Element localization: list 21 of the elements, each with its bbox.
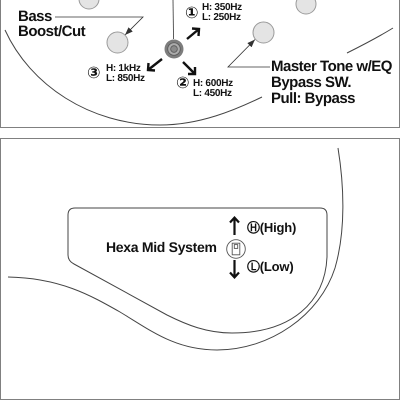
frequency-label: H: 1kHz L: 850Hz bbox=[106, 64, 146, 84]
knob-icon bbox=[295, 0, 317, 15]
leader-line bbox=[172, 0, 174, 40]
callout-label: Master Tone w/EQ Bypass SW. bbox=[271, 59, 393, 91]
position-number: ③ bbox=[87, 66, 100, 82]
leader-line bbox=[227, 39, 270, 68]
frequency-label: H: 600Hz L: 450Hz bbox=[193, 79, 234, 99]
knob-icon bbox=[252, 20, 275, 44]
callout-label: Bass Boost/Cut bbox=[18, 9, 86, 39]
frequency-label: H: 350Hz L: 250Hz bbox=[202, 3, 243, 23]
control-plate bbox=[67, 207, 329, 335]
switch-position-label: Ⓛ(Low) bbox=[247, 260, 294, 274]
position-number: ② bbox=[176, 76, 190, 92]
leader-line bbox=[54, 16, 144, 36]
knob-icon bbox=[164, 39, 184, 59]
knob-icon bbox=[106, 31, 129, 54]
knob-icon bbox=[78, 0, 100, 10]
position-number: ① bbox=[185, 6, 198, 22]
switch-position-label: Ⓗ(High) bbox=[247, 221, 296, 235]
callout-label: Pull: Bypass bbox=[271, 91, 356, 107]
control-label: Hexa Mid System bbox=[106, 240, 217, 255]
